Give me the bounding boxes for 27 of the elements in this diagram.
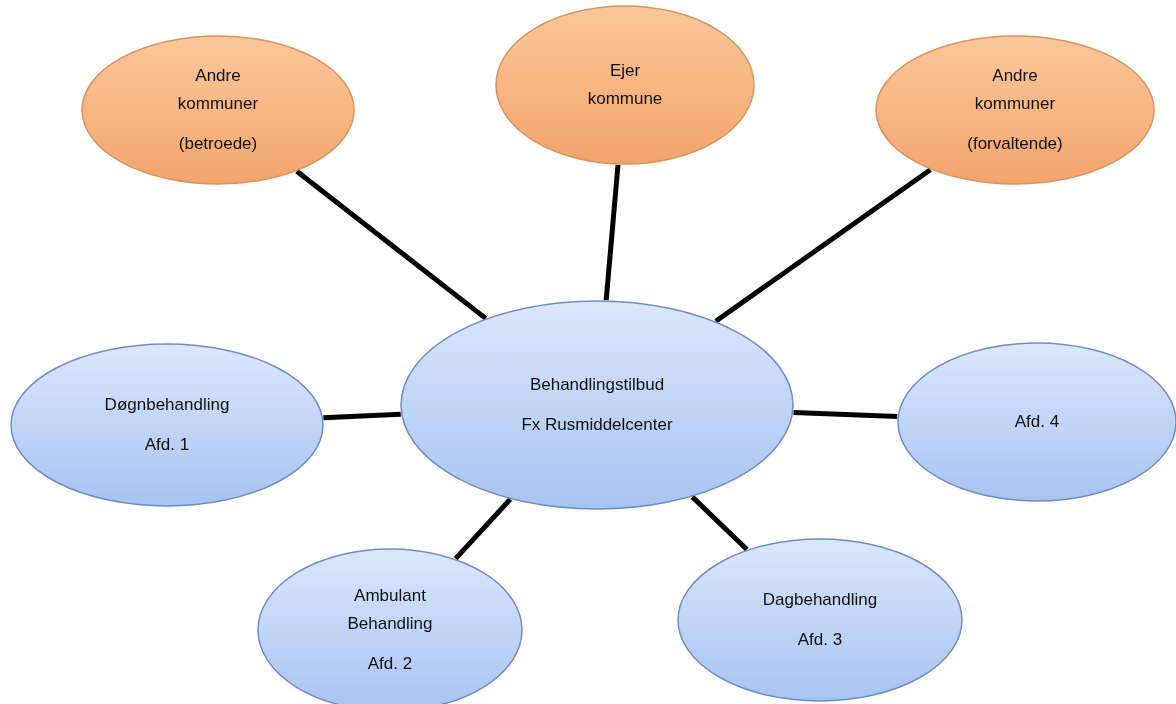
connector-line	[714, 167, 932, 324]
node-label: (betroede)	[178, 133, 258, 155]
node-label: Fx Rusmiddelcenter	[521, 414, 673, 436]
ellipse-node	[495, 5, 755, 165]
connector-line	[793, 410, 898, 420]
node-label: Behandlingstilbud	[529, 374, 665, 396]
ellipse-node	[875, 35, 1155, 185]
connector-line	[690, 495, 749, 552]
connector-line	[603, 164, 621, 301]
connector-line	[453, 497, 513, 561]
node-label: Afd. 4	[1014, 411, 1060, 433]
node-label: Afd. 1	[144, 434, 190, 456]
node-label: Ambulant Behandling	[346, 585, 434, 635]
node-label: Afd. 2	[367, 653, 413, 675]
node-label: Andre kommuner	[176, 65, 260, 115]
node-label: Døgnbehandling	[104, 394, 230, 416]
ellipse-node	[677, 538, 963, 702]
node-label: Afd. 3	[797, 629, 843, 651]
ellipse-node	[81, 35, 355, 185]
node-label: Dagbehandling	[762, 589, 878, 611]
connector-line	[295, 169, 488, 321]
ellipse-node	[10, 343, 324, 507]
ellipse-node	[400, 300, 794, 510]
node-label: (forvaltende)	[967, 133, 1063, 155]
connector-line	[323, 411, 401, 421]
node-label: Andre kommuner	[973, 65, 1057, 115]
node-label: Ejer kommune	[586, 60, 664, 110]
